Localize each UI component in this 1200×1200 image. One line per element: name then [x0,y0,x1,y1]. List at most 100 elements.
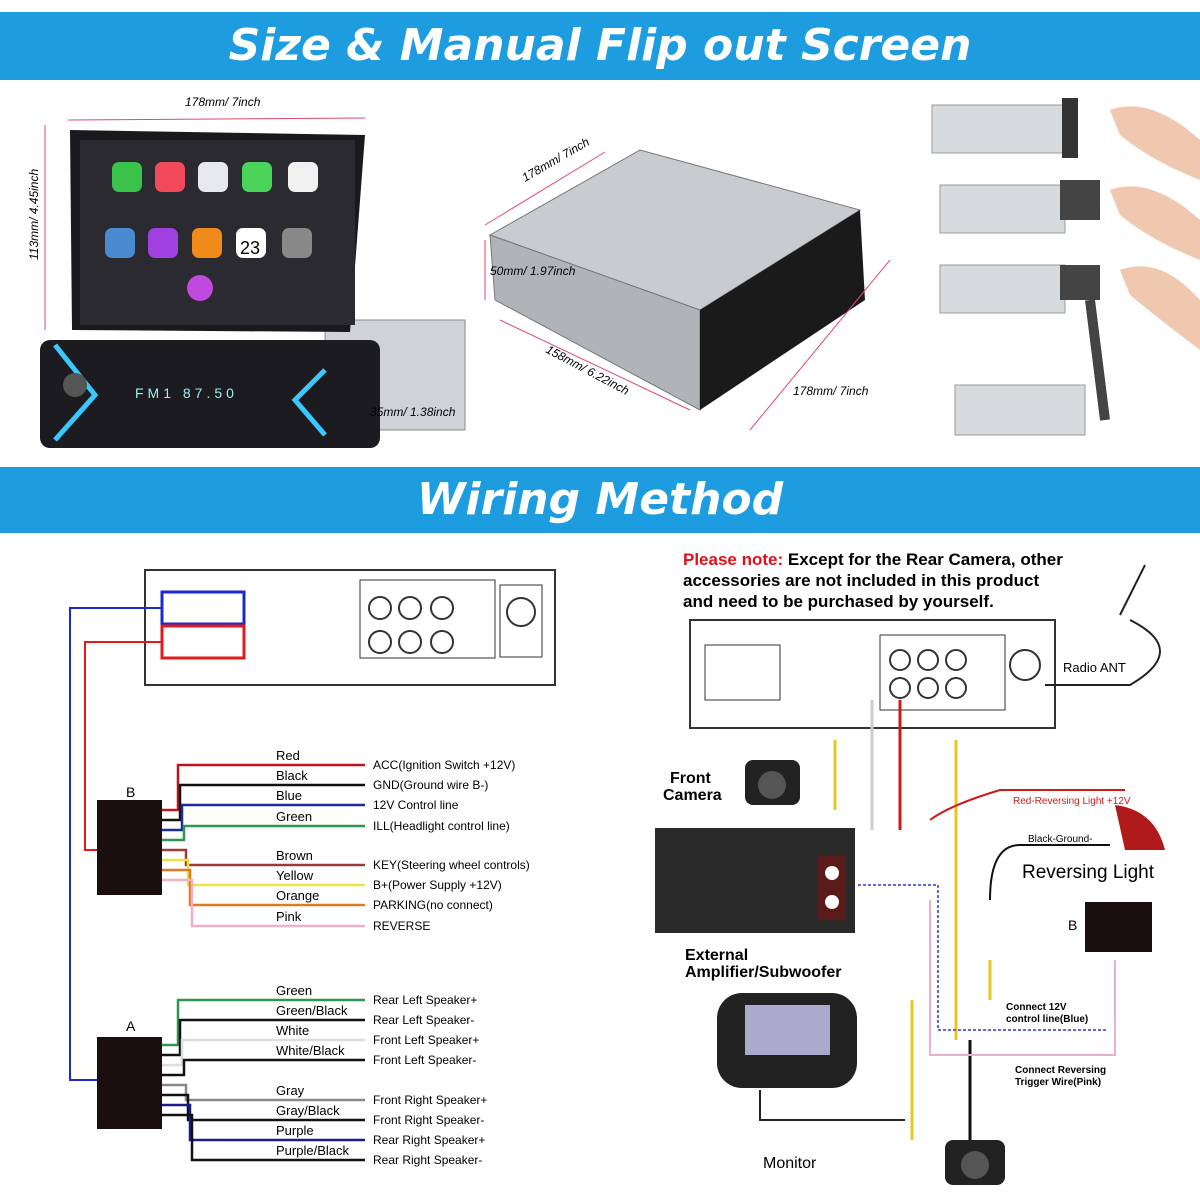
wire-function: Rear Left Speaker+ [373,993,477,1007]
wire-color-name: Black [276,768,308,783]
panel-display: FM1 87.50 [135,385,238,401]
wire-color-name: White [276,1023,309,1038]
dim-box-width: 178mm/ 7inch [520,135,593,185]
size-banner: Size & Manual Flip out Screen [0,12,1200,80]
wire-color-name: Purple [276,1123,314,1138]
wire-line [162,848,365,867]
wire-function: ACC(Ignition Switch +12V) [373,758,515,772]
wiring-banner: Wiring Method [0,467,1200,533]
wire-line [162,1093,365,1122]
wire-line [162,1058,365,1077]
app-icons: 23 [105,162,318,301]
wire-line [162,1113,365,1162]
wire-function: B+(Power Supply +12V) [373,878,502,892]
amplifier-label-1: External [685,947,748,964]
wire-color-name: Orange [276,888,319,903]
svg-text:Please note: Except for the Re: Please note: Except for the Rear Camera,… [683,550,1063,569]
rear-connector-panel [144,569,556,686]
wire-line [162,1018,365,1057]
wire-function: 12V Control line [373,798,459,812]
wire-function: GND(Ground wire B-) [373,778,488,792]
dim-screen-width: 178mm/ 7inch [185,95,261,109]
wire-line [162,858,365,887]
harness-b-label-2: B [1068,917,1077,933]
wire-color-name: Yellow [276,868,314,883]
reversing-light-label: Reversing Light [1022,862,1155,883]
wire-function: ILL(Headlight control line) [373,819,510,833]
wire-function: Front Left Speaker+ [373,1033,479,1047]
connect-reversing-label-2: Trigger Wire(Pink) [1015,1077,1101,1088]
black-wire-label: Black-Ground- [1028,834,1092,845]
wire-line [162,763,365,812]
note-line-2: accessories are not included in this pro… [683,571,1039,590]
monitor-icon [717,993,905,1121]
red-wire-label: Red-Reversing Light +12V [1013,796,1131,807]
wire-function: Rear Left Speaker- [373,1013,474,1027]
harness-b-plug [97,800,162,895]
wire-function: KEY(Steering wheel controls) [373,858,530,872]
harness-b-label: B [126,784,135,800]
harness-b-plug-2 [1085,902,1152,952]
dim-box-height: 50mm/ 1.97inch [490,264,576,278]
wire-function: Front Right Speaker+ [373,1093,487,1107]
flip-steps-image [931,98,1200,436]
wire-line [162,1103,365,1142]
dim-depth-short: 35mm/ 1.38inch [370,405,456,419]
radio-unit-image: FM1 87.50 23 178mm/ 7inch 113mm/ 4.45inc… [27,95,466,448]
wire-line [162,824,365,842]
antenna-icon [1045,564,1161,686]
harness-a-label: A [126,1018,136,1034]
connect-12v-label-1: Connect 12V [1006,1002,1067,1013]
wire-line [162,878,365,928]
connect-reversing-label-1: Connect Reversing [1015,1065,1106,1076]
wire-function: Front Left Speaker- [373,1053,476,1067]
wire-color-name: Pink [276,909,302,924]
amplifier-icon [655,828,855,933]
wire-color-name: Green/Black [276,1003,348,1018]
harness-a-cable [69,607,162,1081]
dim-screen-height: 113mm/ 4.45inch [27,169,41,260]
wire-color-name: White/Black [276,1043,345,1058]
connect-12v-label-2: control line(Blue) [1006,1014,1088,1025]
tail-light-icon [1115,805,1165,850]
wire-color-name: Gray/Black [276,1103,340,1118]
wire-function: PARKING(no connect) [373,898,493,912]
note-line-1: Except for the Rear Camera, other [788,550,1063,569]
wire-function: Rear Right Speaker- [373,1153,482,1167]
wire-color-name: Green [276,983,312,998]
radio-ant-label: Radio ANT [1063,660,1126,675]
wire-color-name: Red [276,748,300,763]
dim-box-front: 178mm/ 7inch [793,384,869,398]
wire-line [162,1038,365,1067]
wire-line [162,783,365,822]
harness-b-cable [84,641,162,851]
wire-line [162,803,365,832]
wire-color-name: Green [276,809,312,824]
rear-camera-icon [945,1140,1005,1185]
amplifier-label-2: Amplifier/Subwoofer [685,964,841,981]
monitor-label: Monitor [763,1155,817,1172]
wire-color-name: Purple/Black [276,1143,349,1158]
note-line-3: and need to be purchased by yourself. [683,592,994,611]
front-camera-label-1: Front [670,770,712,787]
wire-line [162,998,365,1047]
chassis-box-image: 178mm/ 7inch 50mm/ 1.97inch 158mm/ 6.22i… [484,135,891,431]
wire-line [162,868,365,907]
rca-cables [833,700,1125,1160]
installation-note: Please note: Except for the Rear Camera,… [683,550,1063,611]
wire-function: Rear Right Speaker+ [373,1133,485,1147]
front-camera-icon [745,760,800,805]
wire-function: REVERSE [373,919,430,933]
wire-function: Front Right Speaker- [373,1113,484,1127]
harness-a-plug [97,1037,162,1129]
wire-color-name: Brown [276,848,313,863]
wire-color-name: Blue [276,788,302,803]
note-prefix: Please note: [683,550,783,569]
front-camera-label-2: Camera [663,787,722,804]
wire-color-name: Gray [276,1083,305,1098]
wire-line [162,1083,365,1102]
